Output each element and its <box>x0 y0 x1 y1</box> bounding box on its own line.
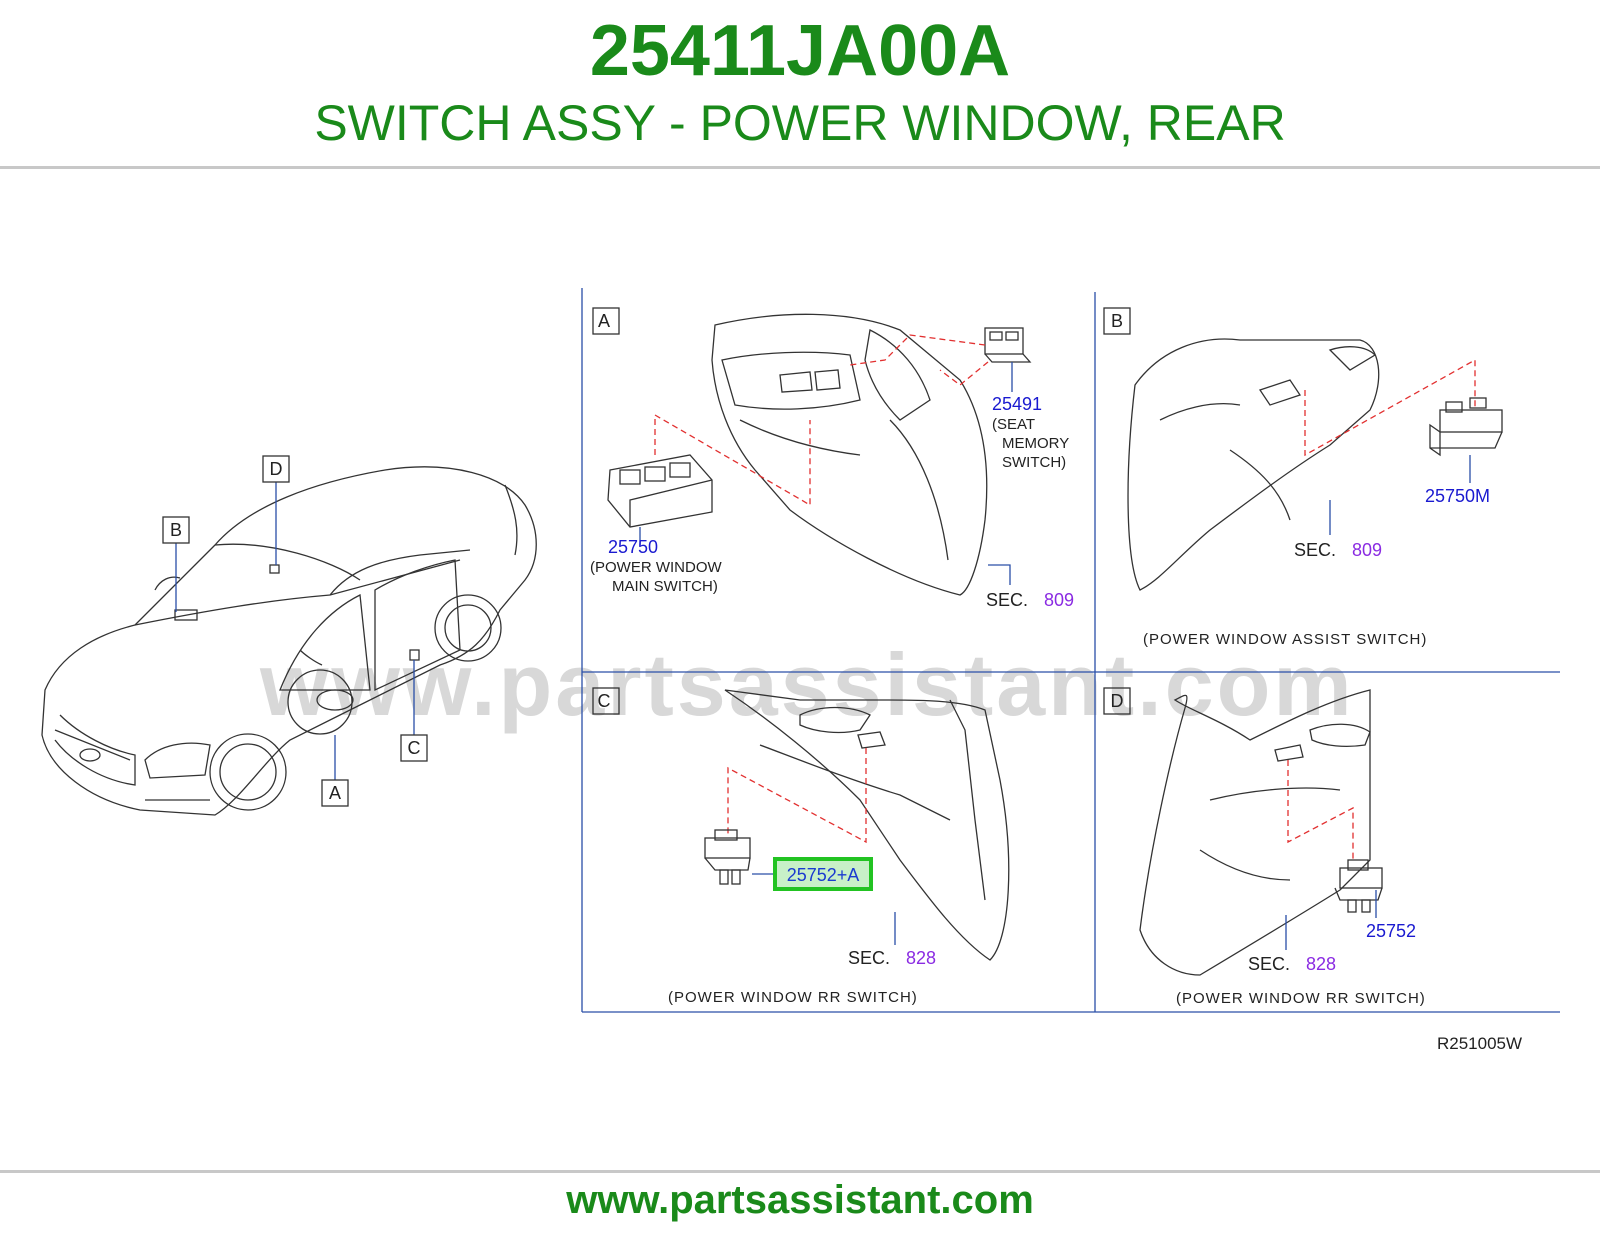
panel-c-sec-label: SEC. <box>848 948 890 968</box>
callout-box-a <box>321 779 349 807</box>
callout-box-c <box>400 734 428 762</box>
callout-box-b <box>162 516 190 544</box>
panel-a-part-1-desc-2: MEMORY <box>1002 435 1069 452</box>
panel-d-sec-number: 828 <box>1306 954 1336 974</box>
header-divider <box>0 166 1600 169</box>
footer-website-link[interactable]: www.partsassistant.com <box>566 1178 1034 1222</box>
panel-c: C 25752+A SEC. 828 (POWER WINDOW RR SWIT… <box>592 687 1010 1006</box>
panel-c-caption: (POWER WINDOW RR SWITCH) <box>668 989 918 1006</box>
panel-b: B 25750M SEC. 809 (POWER WINDOW ASSIST S… <box>1103 307 1503 648</box>
reference-code: R251005W <box>1437 1034 1522 1053</box>
callout-a: A <box>329 783 341 803</box>
panel-a-part-1: 25491 <box>992 394 1042 414</box>
panel-d-caption: (POWER WINDOW RR SWITCH) <box>1176 990 1426 1007</box>
panel-a: A 25491 (SEAT MEMORY SWITCH) 25750 (POWE… <box>590 307 1074 610</box>
panel-d-sec-label: SEC. <box>1248 954 1290 974</box>
panel-b-part: 25750M <box>1425 486 1490 506</box>
panel-a-part-2-desc-1: (POWER WINDOW <box>590 559 722 576</box>
panel-c-tag: C <box>598 691 611 711</box>
panel-c-part-highlighted: 25752+A <box>787 865 860 885</box>
panel-d-tag: D <box>1111 691 1124 711</box>
panel-a-sec-label: SEC. <box>986 590 1028 610</box>
panel-d: D 25752 SEC. 828 (POWER WINDOW RR SWITCH… <box>1103 687 1426 1007</box>
panel-a-tag: A <box>598 311 610 331</box>
callout-d: D <box>270 459 283 479</box>
callout-box-d <box>262 455 290 483</box>
panel-b-sec-label: SEC. <box>1294 540 1336 560</box>
panel-c-sec-number: 828 <box>906 948 936 968</box>
panel-a-sec-number: 809 <box>1044 590 1074 610</box>
panel-a-part-2: 25750 <box>608 537 658 557</box>
parts-diagram: www.partsassistant.com D B <box>41 288 1560 1053</box>
panel-frame <box>581 288 1560 1013</box>
panel-b-tag: B <box>1111 311 1123 331</box>
panel-a-part-1-desc-1: (SEAT <box>992 416 1035 433</box>
callout-c: C <box>408 738 421 758</box>
footer-divider <box>0 1170 1600 1173</box>
callout-b: B <box>170 520 182 540</box>
part-highlight-box <box>773 857 873 891</box>
part-description: SWITCH ASSY - POWER WINDOW, REAR <box>314 95 1286 151</box>
overview-callouts: D B C A <box>162 455 428 807</box>
watermark-text: www.partsassistant.com <box>259 635 1355 734</box>
panel-d-part: 25752 <box>1366 921 1416 941</box>
panel-a-part-2-desc-2: MAIN SWITCH) <box>612 578 718 595</box>
panel-a-part-1-desc-3: SWITCH) <box>1002 454 1066 471</box>
panel-b-sec-number: 809 <box>1352 540 1382 560</box>
header: 25411JA00A SWITCH ASSY - POWER WINDOW, R… <box>0 0 1600 168</box>
car-overview-illustration <box>41 466 537 816</box>
panel-b-caption: (POWER WINDOW ASSIST SWITCH) <box>1143 631 1427 648</box>
part-number-title: 25411JA00A <box>589 11 1011 91</box>
